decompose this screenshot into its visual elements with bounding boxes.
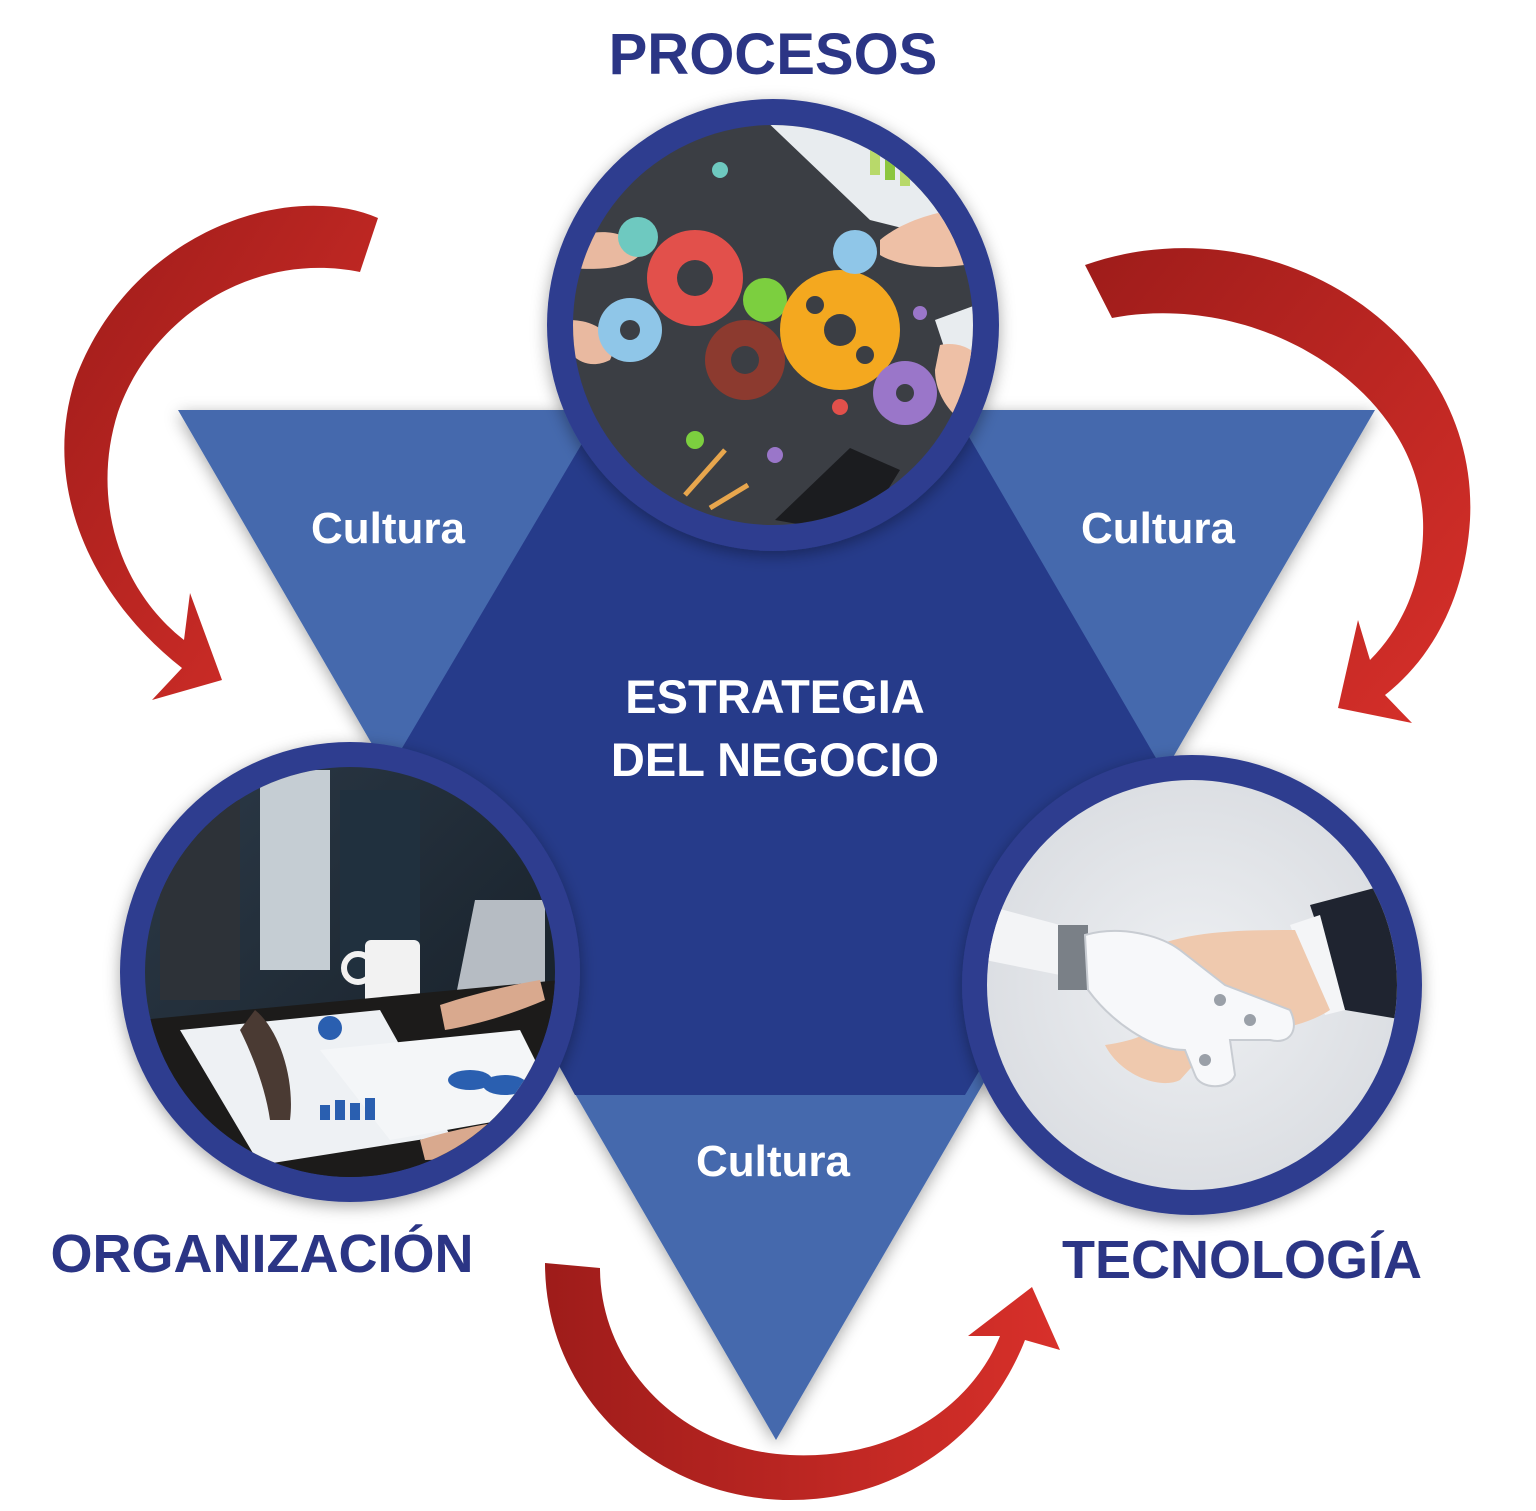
culture-label-right: Cultura: [1081, 504, 1236, 553]
strategy-star: [178, 410, 1375, 1440]
node-label-tecnologia: TECNOLOGÍA: [1062, 1230, 1422, 1290]
cycle-arrow-procesos-to-tecnologia: [1085, 248, 1471, 723]
robot-handshake-photo: [987, 780, 1397, 1190]
procesos-node: [547, 99, 999, 551]
node-label-organizacion: ORGANIZACIÓN: [51, 1224, 474, 1284]
strategy-hexagon: [395, 430, 1160, 1095]
organizacion-node: [120, 742, 580, 1202]
cycle-arrows: [64, 205, 1471, 1500]
node-label-procesos: PROCESOS: [609, 22, 938, 87]
tecnologia-node: [962, 755, 1422, 1215]
cycle-arrow-procesos-to-organizacion: [64, 205, 378, 700]
culture-label-bottom: Cultura: [696, 1137, 851, 1186]
labels: PROCESOS ORGANIZACIÓN TECNOLOGÍA Cultura…: [51, 22, 1422, 1290]
center-label-line1: ESTRATEGIA: [625, 670, 924, 723]
cycle-arrow-organizacion-to-tecnologia: [545, 1263, 1060, 1500]
team-meeting-photo: [145, 767, 555, 1177]
center-label-line2: DEL NEGOCIO: [611, 733, 939, 786]
culture-label-left: Cultura: [311, 504, 466, 553]
